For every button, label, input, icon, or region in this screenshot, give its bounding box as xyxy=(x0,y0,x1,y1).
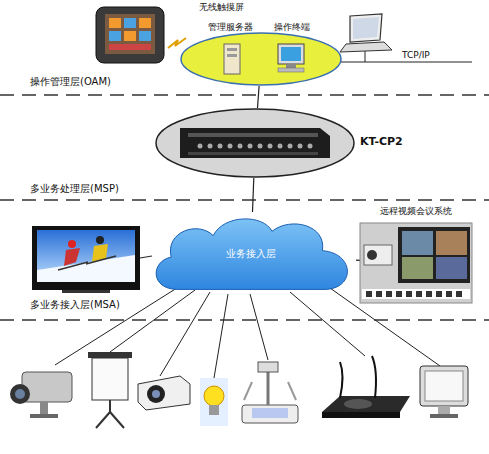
network-label: TCP/IP xyxy=(402,50,430,60)
processor-ellipse: KT-CP2 xyxy=(150,106,410,182)
layer-separator xyxy=(0,95,489,320)
layer-label: 多业务接入层(MSA) xyxy=(30,298,120,312)
document-camera-icon xyxy=(242,362,298,423)
bulb-icon xyxy=(200,378,228,426)
management-ellipse: 管理服务器 操作终端 xyxy=(178,22,344,88)
node-label: 无线触摸屏 xyxy=(199,2,244,12)
conference-mic-icon xyxy=(322,356,410,418)
projector-icon xyxy=(138,376,190,410)
connector-line xyxy=(253,178,254,212)
node-label: KT-CP2 xyxy=(360,136,403,149)
wireless-symbol xyxy=(168,38,186,48)
node-label: 远程视频会议系统 xyxy=(380,206,452,216)
device-art xyxy=(178,22,344,88)
access-cloud: 业务接入层 xyxy=(146,212,356,300)
camera-icon xyxy=(10,372,72,418)
node-label: 操作终端 xyxy=(274,22,310,32)
connector-line xyxy=(356,260,360,261)
node-label: 业务接入层 xyxy=(146,248,356,260)
node-label: 管理服务器 xyxy=(208,22,253,32)
layer-label: 操作管理层(OAM) xyxy=(30,75,111,89)
tv-illustration xyxy=(32,226,152,293)
connector-line xyxy=(258,86,260,108)
ellipse-outline xyxy=(180,32,342,86)
laptop-icon xyxy=(340,14,392,52)
projection-screen-icon xyxy=(88,352,132,428)
device-art xyxy=(358,205,484,305)
layer-label: 多业务处理层(MSP) xyxy=(30,182,119,196)
video-conference: 远程视频会议系统 xyxy=(358,205,484,305)
monitor-icon xyxy=(420,366,468,418)
